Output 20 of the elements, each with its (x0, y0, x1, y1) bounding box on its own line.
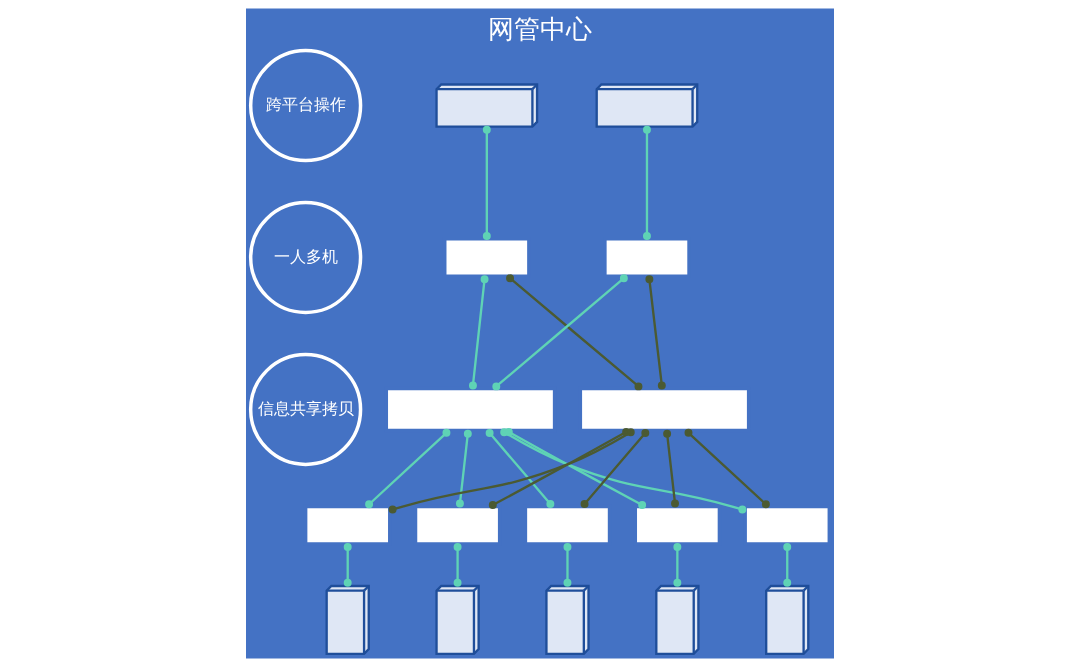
connector (468, 275, 489, 390)
connector (684, 428, 770, 509)
connector (645, 275, 666, 390)
node-circle: 一人多机 (248, 200, 363, 315)
connector (343, 543, 352, 587)
connector (455, 429, 472, 508)
connector (783, 543, 792, 587)
node-box (603, 237, 691, 278)
connector (365, 428, 451, 509)
connector (643, 125, 651, 240)
connector (482, 125, 491, 240)
node-circle: 跨平台操作 (248, 48, 363, 163)
connector (673, 543, 682, 587)
connector (492, 274, 628, 391)
connector (453, 543, 462, 587)
connector (506, 274, 643, 391)
diagram-title: 网管中心 (488, 14, 592, 45)
connector (563, 543, 572, 587)
connector (663, 429, 679, 508)
node-circle: 信息共享拷贝 (248, 352, 363, 467)
